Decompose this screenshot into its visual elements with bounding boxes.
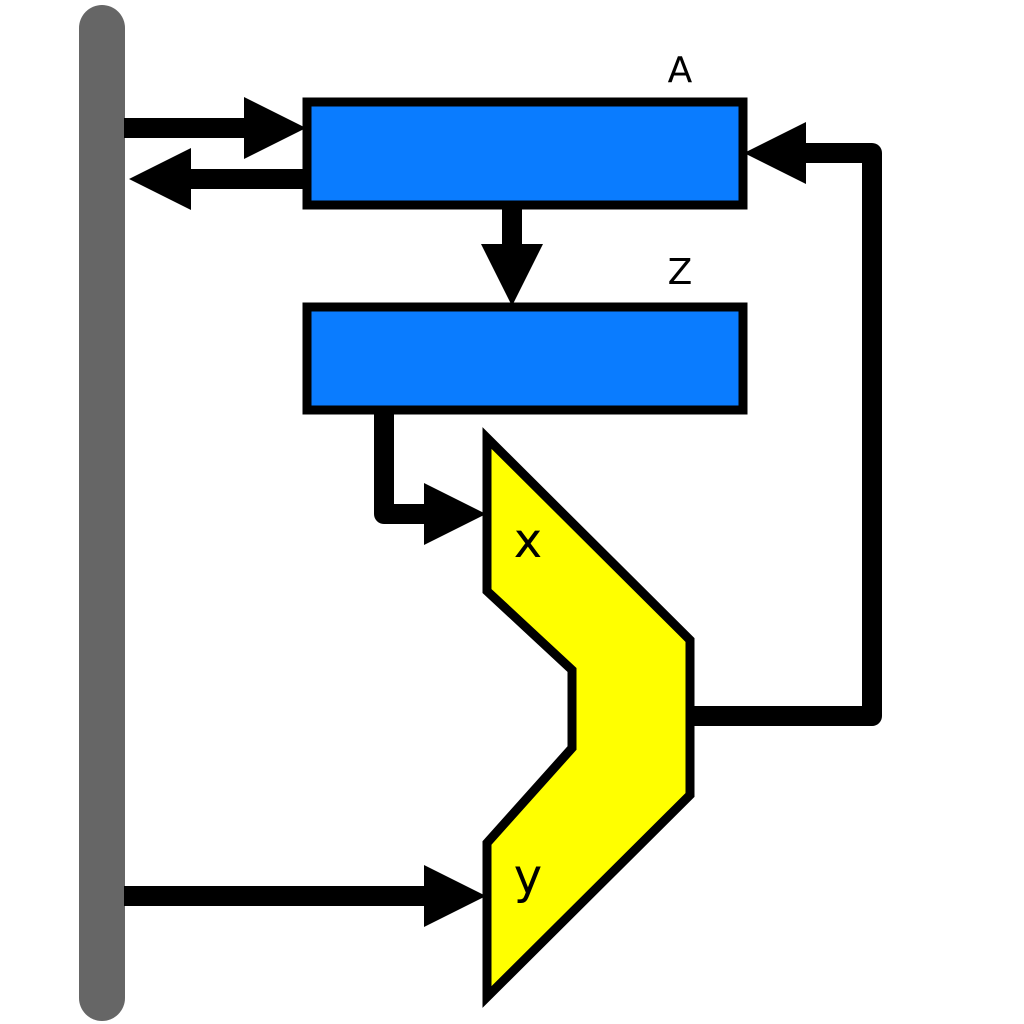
z-to-x-arrow bbox=[374, 410, 486, 545]
alu bbox=[482, 427, 695, 1008]
register-a-label: A bbox=[668, 50, 693, 91]
bus-to-a-arrow bbox=[124, 97, 306, 159]
a-to-bus-arrow bbox=[129, 148, 308, 210]
register-z-label: Z bbox=[668, 252, 693, 293]
alu-input-x-label: x bbox=[514, 513, 542, 569]
alu-to-a-feedback bbox=[680, 122, 882, 726]
a-to-z-arrow bbox=[481, 205, 543, 306]
bus-to-y-arrow bbox=[124, 865, 486, 927]
alu-input-y-label: y bbox=[514, 849, 542, 905]
register-z bbox=[302, 302, 748, 415]
register-a bbox=[302, 97, 748, 210]
